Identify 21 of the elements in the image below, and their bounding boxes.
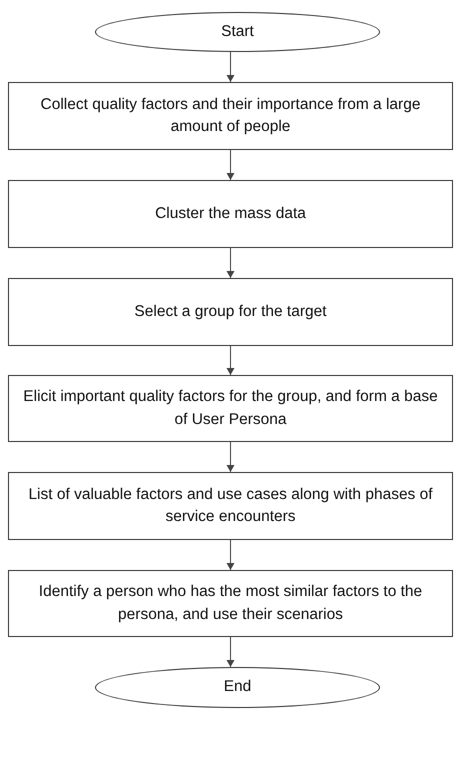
step-text: Select a group for the target	[133, 302, 328, 322]
step-text: List of valuable factors and use cases along with phases of service encounters	[27, 484, 434, 527]
arrow	[226, 442, 234, 472]
process-box	[8, 82, 453, 150]
step-text: Collect quality factors and their importance from a large amount of people	[40, 94, 422, 137]
arrow	[226, 346, 234, 376]
step-text: Start	[220, 22, 255, 42]
step-text: End	[222, 677, 252, 698]
arrow	[226, 248, 234, 278]
process-box	[8, 278, 453, 346]
step-text: Elicit important quality factors for the group, and form a base of User Persona	[22, 387, 439, 430]
arrow	[226, 636, 234, 668]
arrow	[226, 150, 234, 180]
arrow	[226, 52, 234, 82]
process-box	[8, 570, 453, 637]
arrow	[226, 540, 234, 570]
process-box	[8, 375, 453, 442]
process-box	[8, 180, 453, 248]
step-text: Cluster the mass data	[154, 204, 307, 224]
process-box	[8, 472, 453, 540]
step-text: Identify a person who has the most similar factors to the persona, and use their scenarios	[38, 582, 424, 624]
